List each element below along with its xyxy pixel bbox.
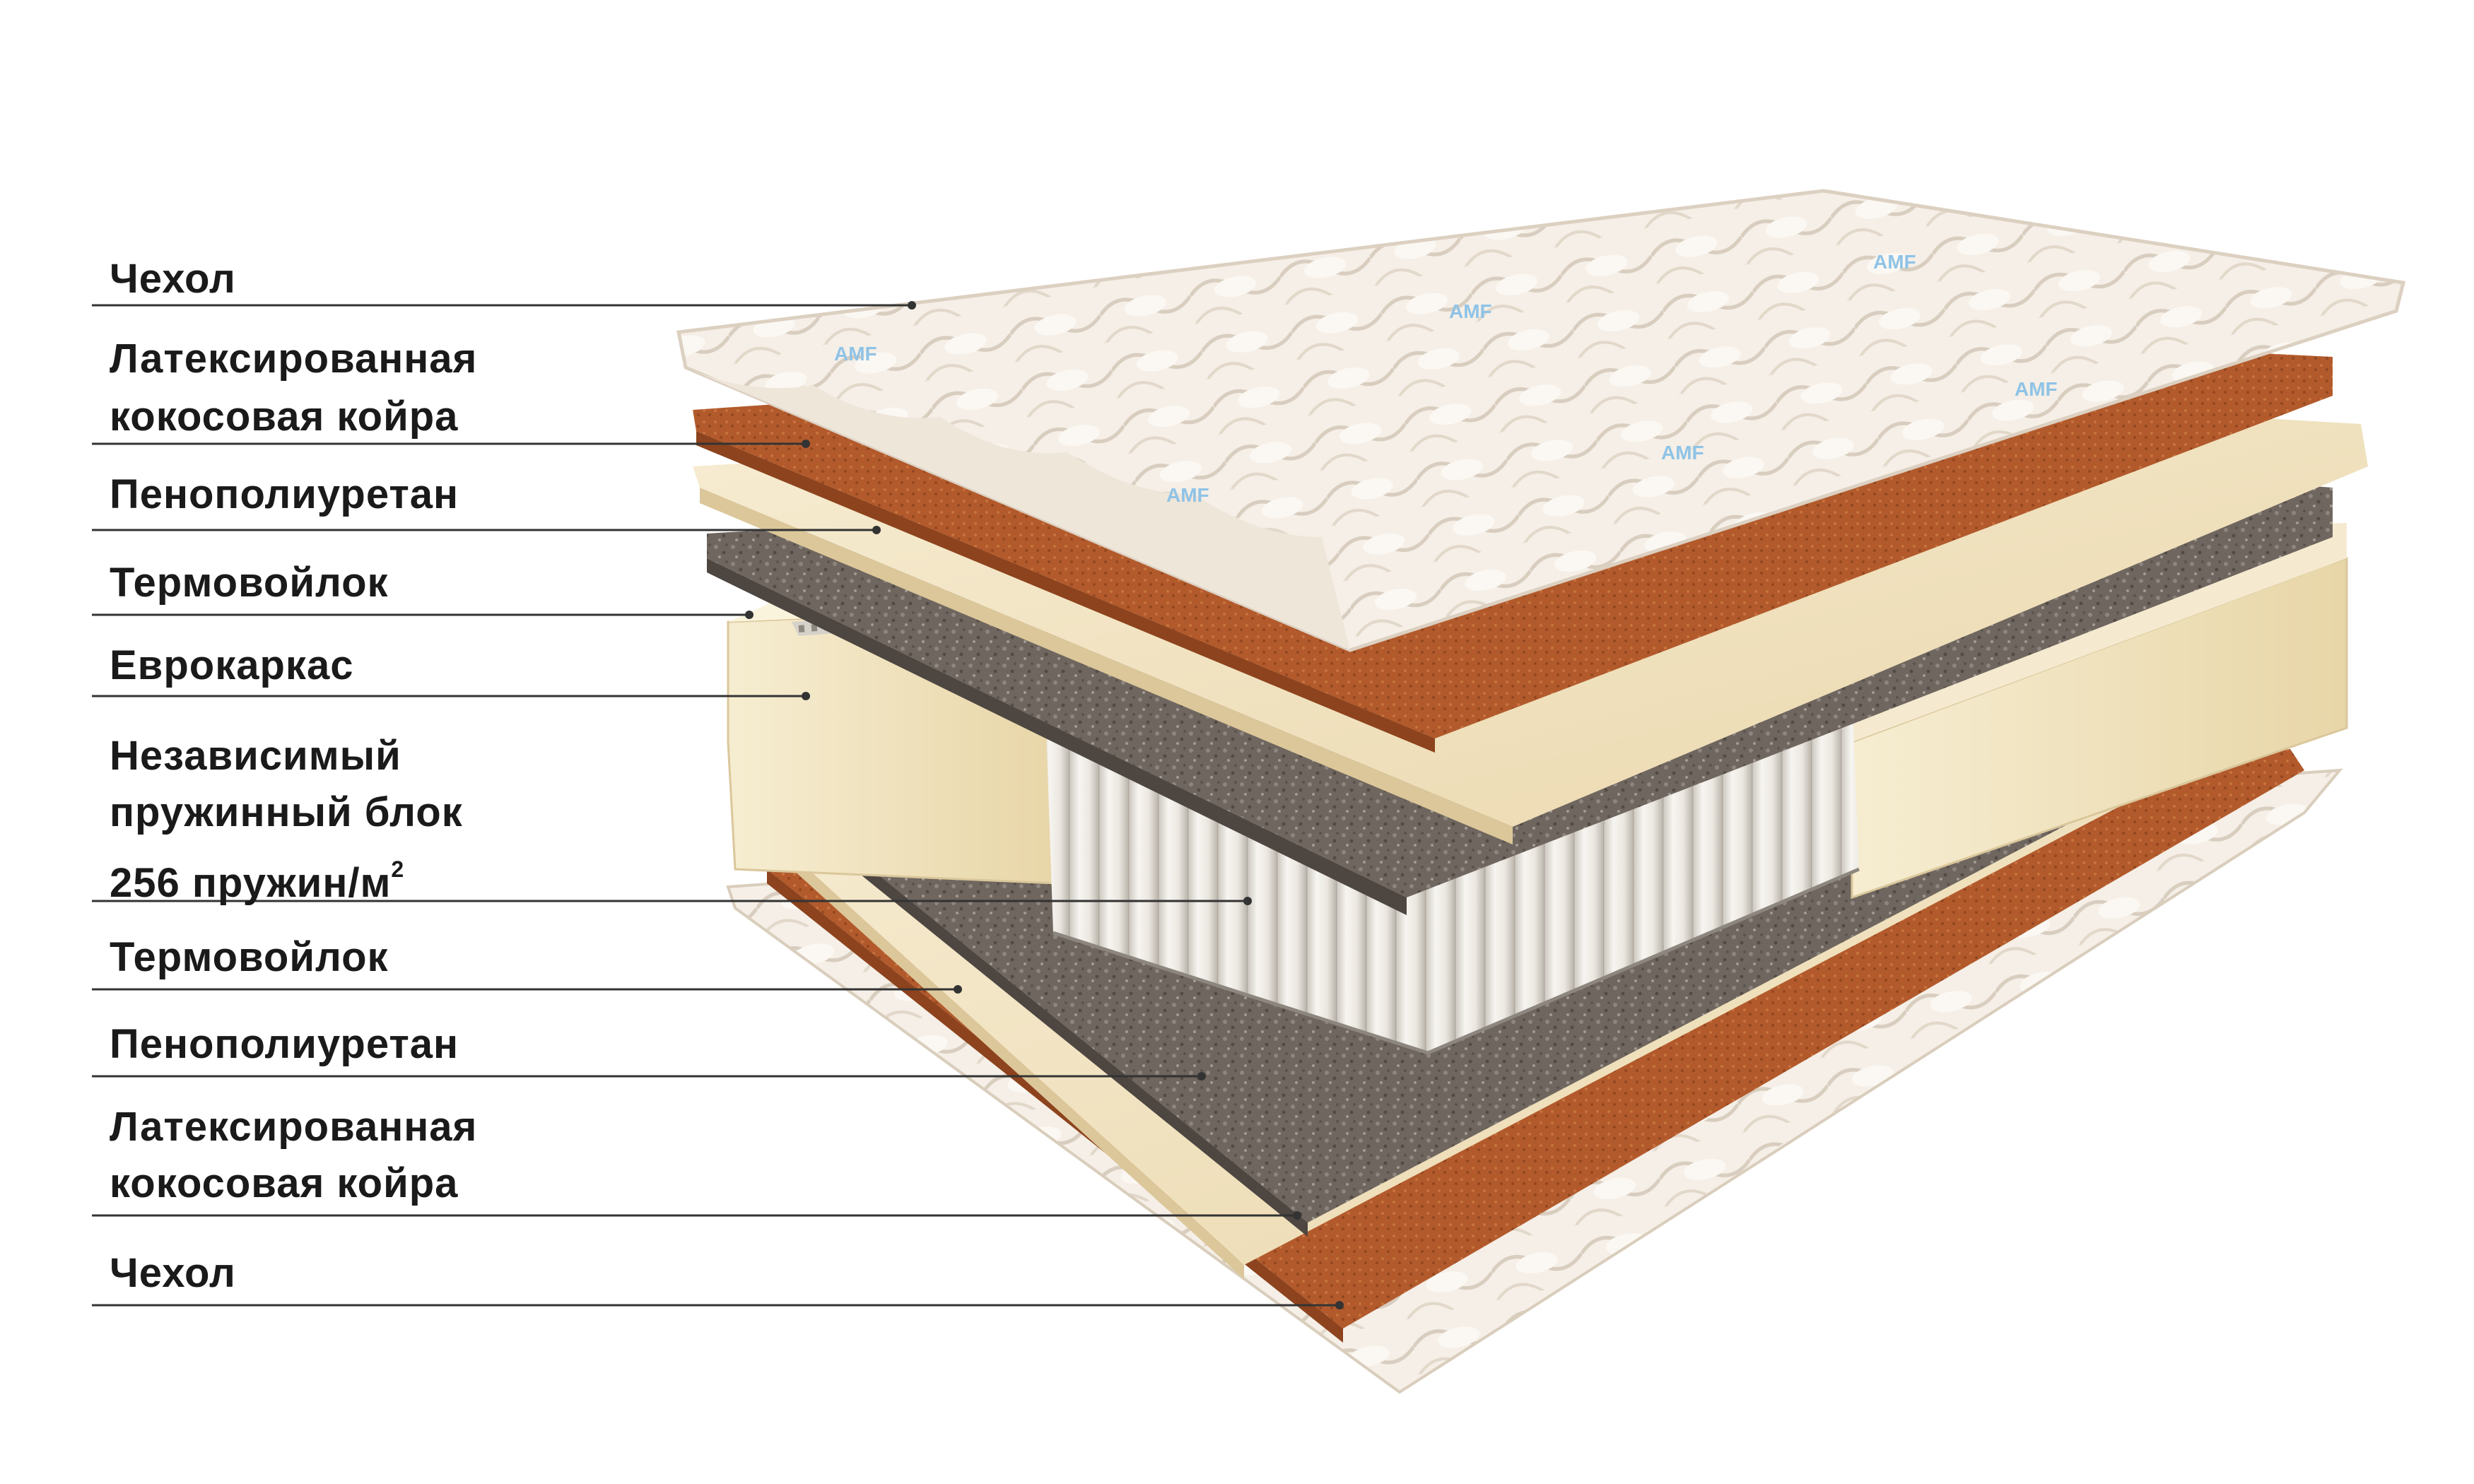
- label-coir-top-line1: Латексированная: [110, 336, 478, 382]
- leader-lines: [92, 304, 1339, 1307]
- cover-brand-mark: AMF: [2015, 378, 2058, 400]
- label-springs-line1: Независимый: [110, 733, 401, 779]
- label-felt-top: Термовойлок: [110, 560, 389, 606]
- label-springs-sup: 2: [391, 856, 405, 882]
- cover-brand-mark: AMF: [1449, 300, 1492, 322]
- label-foam-top: Пенополиуретан: [110, 471, 459, 517]
- label-coir-bottom-line2: кокосовая койра: [110, 1160, 459, 1206]
- cover-brand-marks: AMF AMF AMF AMF AMF AMF: [834, 251, 2058, 506]
- label-coir-top-line2: кокосовая койра: [110, 394, 459, 440]
- label-cover-bottom: Чехол: [110, 1250, 236, 1296]
- label-coir-bottom-line1: Латексированная: [110, 1104, 478, 1150]
- cover-brand-mark: AMF: [1166, 484, 1209, 506]
- cover-brand-mark: AMF: [1873, 251, 1916, 273]
- label-springs-line3: 256 пружин/м2: [110, 841, 404, 912]
- label-felt-bottom: Термовойлок: [110, 934, 389, 980]
- label-springs-line2: пружинный блок: [110, 789, 463, 835]
- cover-brand-mark: AMF: [1661, 442, 1704, 464]
- leader-dots: [745, 301, 1344, 1309]
- label-foam-bottom: Пенополиуретан: [110, 1021, 459, 1067]
- label-cover-top: Чехол: [110, 256, 236, 302]
- label-eurocarcass: Еврокаркас: [110, 642, 354, 688]
- cover-brand-mark: AMF: [834, 343, 877, 365]
- label-springs-line3-text: 256 пружин/м: [110, 860, 392, 906]
